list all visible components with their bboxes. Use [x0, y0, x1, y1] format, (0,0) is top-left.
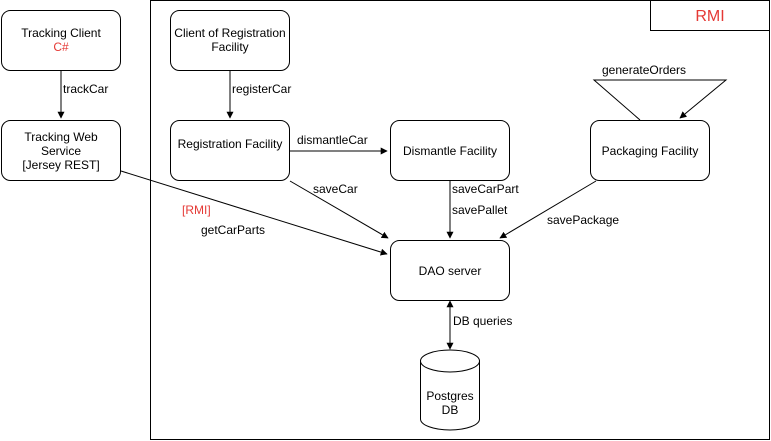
label-save-pallet: savePallet: [452, 203, 508, 217]
edge-save-car: [289, 180, 389, 239]
node-tracking-web-service-label-1: Tracking Web: [24, 130, 98, 144]
node-client-registration: [170, 10, 290, 71]
node-dao-server-label: DAO server: [419, 264, 482, 278]
label-save-package: savePackage: [547, 213, 619, 227]
label-register-car: registerCar: [232, 82, 291, 96]
bracket-open: [: [22, 158, 26, 172]
node-tracking-web-service-label-3: [Jersey REST]: [22, 158, 99, 172]
label-generate-orders: generateOrders: [602, 63, 686, 77]
node-dao-server: [390, 240, 510, 301]
label-get-car-parts: getCarParts: [201, 223, 265, 237]
db-cylinder-body: [420, 361, 480, 431]
edge-save-package: [499, 180, 597, 239]
node-tracking-client-lang: C#: [53, 40, 69, 54]
node-tracking-client-label: Tracking Client: [21, 26, 101, 40]
node-tracking-web-service-label-2: Service: [41, 144, 81, 158]
jersey-rest-tag: Jersey REST: [26, 158, 97, 172]
node-client-registration-label-2: Facility: [211, 40, 248, 54]
node-packaging-facility-label: Packaging Facility: [602, 144, 699, 158]
node-tracking-web-service: [1, 120, 121, 181]
label-rmi-tag: [RMI]: [182, 203, 211, 217]
node-dismantle-facility-label: Dismantle Facility: [403, 144, 497, 158]
label-db-queries: DB queries: [453, 314, 512, 328]
node-postgres-db-label-1: Postgres: [426, 389, 473, 403]
node-registration-facility: [170, 120, 290, 181]
label-save-car: saveCar: [313, 182, 358, 196]
node-registration-facility-label: Registration Facility: [178, 137, 283, 151]
node-packaging-facility: [590, 120, 710, 181]
rmi-frame-title: RMI: [695, 8, 724, 25]
node-postgres-db: [420, 349, 480, 431]
rmi-frame: [150, 0, 770, 440]
node-dismantle-facility: [390, 120, 510, 181]
node-tracking-client: [1, 10, 121, 71]
label-dismantle-car: dismantleCar: [297, 133, 368, 147]
db-cylinder-top: [420, 349, 480, 373]
edge-get-car-parts: [120, 170, 388, 256]
node-postgres-db-label-2: DB: [442, 403, 459, 417]
label-track-car: trackCar: [63, 82, 108, 96]
edge-generate-orders: [592, 79, 728, 121]
rmi-frame-title-box: [650, 0, 770, 31]
node-client-registration-label-1: Client of Registration: [174, 26, 285, 40]
label-save-car-part: saveCarPart: [452, 182, 519, 196]
bracket-close: ]: [96, 158, 99, 172]
